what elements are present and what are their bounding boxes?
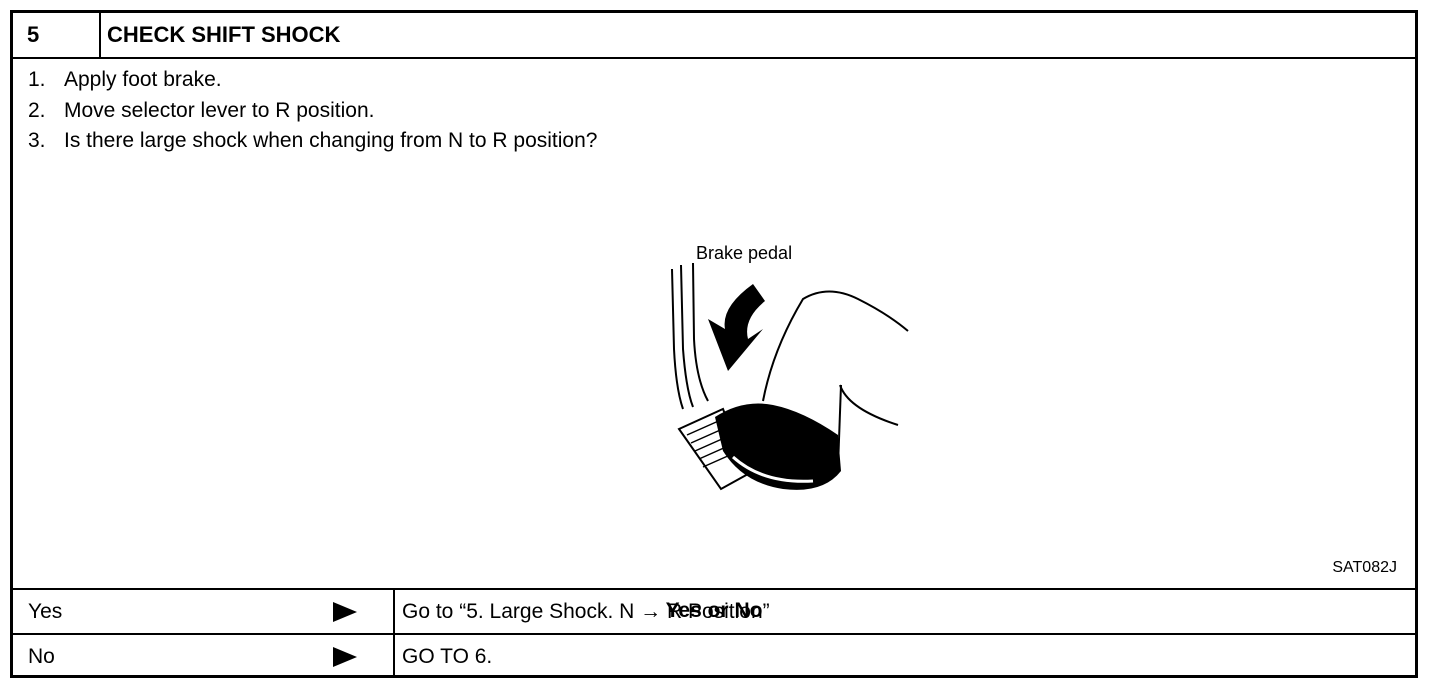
press-arrow-icon [708, 284, 765, 371]
step-number: 5 [13, 13, 101, 57]
figure-label: Brake pedal [696, 243, 793, 263]
instruction-item: 3. Is there large shock when changing fro… [28, 126, 597, 157]
answer-action: GO TO 6. [402, 645, 493, 668]
diagnostic-step-table: 5 CHECK SHIFT SHOCK 1. Apply foot brake. … [10, 10, 1418, 678]
instruction-number: 1. [28, 68, 46, 91]
instruction-number: 2. [28, 98, 46, 122]
triangle-right-icon [333, 602, 357, 622]
answer-action: Go to “5. Large Shock. N → R Position” [402, 600, 770, 623]
instruction-item: 2. Move selector lever to R position. [28, 96, 597, 127]
pedal-arm-line [692, 262, 709, 402]
shoe-sole-highlight [731, 455, 814, 483]
instruction-list: 1. Apply foot brake. 2. Move selector leve… [28, 65, 597, 157]
answer-label: Yes [28, 600, 63, 623]
instruction-number: 3. [28, 129, 46, 152]
instruction-item: 1. Apply foot brake. [28, 65, 597, 96]
figure-code: SAT082J [1332, 559, 1397, 576]
decision-question: Yes or No [665, 599, 763, 622]
pedal-arm-line [671, 268, 684, 410]
step-body: 1. Apply foot brake. 2. Move selector leve… [13, 59, 1415, 622]
brake-pedal-illustration [671, 262, 909, 491]
column-divider [393, 635, 395, 678]
triangle-right-icon [333, 647, 357, 667]
instruction-text: Apply foot brake. [64, 68, 222, 91]
answer-row-no: No GO TO 6. [13, 633, 1415, 678]
step-header: 5 CHECK SHIFT SHOCK [13, 13, 1415, 59]
leg-outline [839, 384, 899, 426]
column-divider [393, 590, 395, 633]
instruction-text: Is there large shock when changing from … [64, 129, 598, 152]
leg-outline [762, 290, 909, 402]
pedal-arm-line [680, 264, 694, 408]
step-title: CHECK SHIFT SHOCK [107, 22, 341, 47]
answer-row-yes: Yes Go to “5. Large Shock. N → R Positio… [13, 588, 1415, 633]
instruction-text: Move selector lever to R position. [64, 98, 375, 122]
answer-label: No [28, 645, 55, 668]
